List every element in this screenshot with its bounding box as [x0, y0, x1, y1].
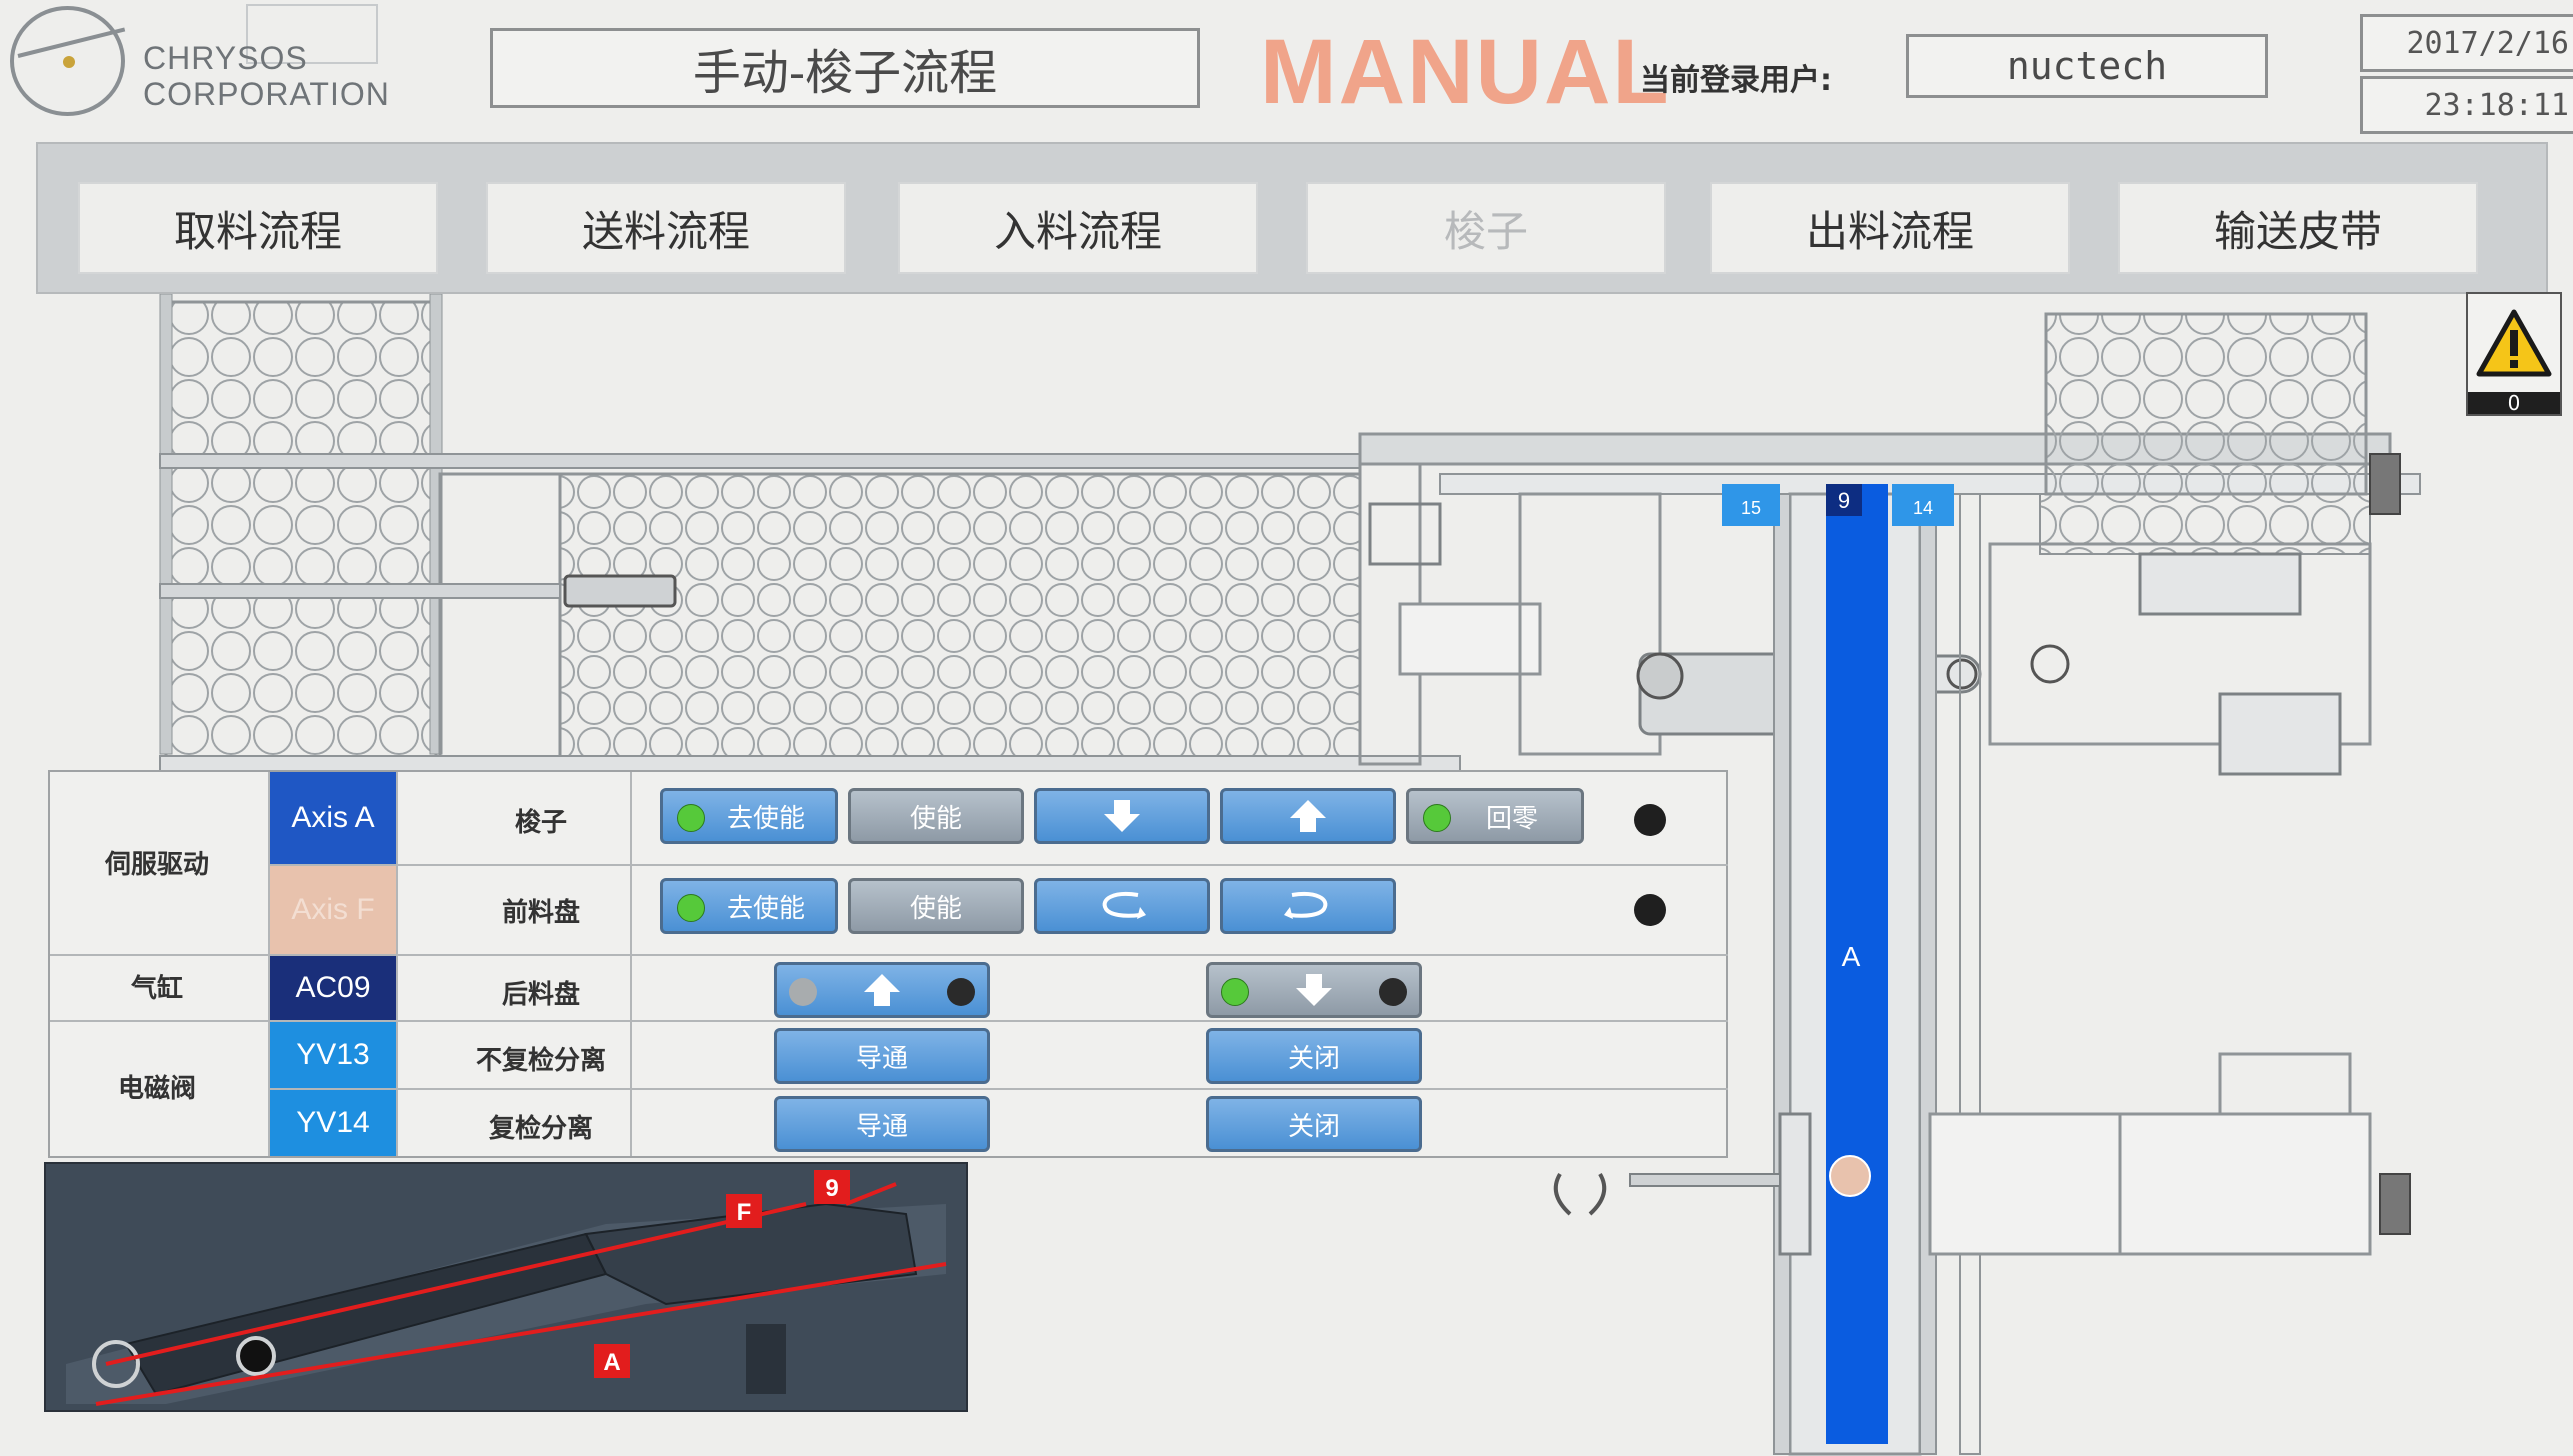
rotate-cw-icon — [1284, 892, 1328, 919]
row-name-shuttle: 梭子 — [514, 808, 567, 838]
warning-triangle-icon — [2476, 309, 2552, 377]
tag-yv13: YV13 — [270, 1022, 396, 1088]
tab-conveyor-belt[interactable]: 输送皮带 — [2118, 182, 2478, 274]
alarm-count: 0 — [2507, 391, 2521, 415]
axis-a-jog-down-button[interactable] — [1034, 788, 1210, 844]
company-logo: CHRYSOS CORPORATION — [8, 4, 390, 119]
logo-text-line2: CORPORATION — [143, 76, 390, 112]
status-led-icon — [1423, 804, 1451, 832]
axis-f-rotate-ccw-button[interactable] — [1034, 878, 1210, 934]
yv14-open-button[interactable]: 导通 — [774, 1096, 990, 1152]
right-tray-stack — [2044, 312, 2368, 496]
tab-feed-process[interactable]: 送料流程 — [486, 182, 846, 274]
yv13-open-button[interactable]: 导通 — [774, 1028, 990, 1084]
category-solenoid: 电磁阀 — [117, 1074, 196, 1104]
axis-f-status-indicator — [1634, 894, 1666, 926]
user-label: 当前登录用户: — [1640, 63, 1832, 98]
tab-outbound-process[interactable]: 出料流程 — [1710, 182, 2070, 274]
yv13-close-button[interactable]: 关闭 — [1206, 1028, 1422, 1084]
tag-axis-a: Axis A — [270, 772, 396, 864]
position-tag-15: 15 — [1741, 498, 1761, 518]
row-name-rear-tray: 后料盘 — [501, 980, 580, 1010]
axis-a-status-indicator — [1634, 804, 1666, 836]
tab-inbound-process[interactable]: 入料流程 — [898, 182, 1258, 274]
ac09-up-button[interactable] — [774, 962, 990, 1018]
arrow-down-icon — [1104, 800, 1140, 832]
status-led-icon — [677, 804, 705, 832]
arrow-up-icon — [864, 974, 900, 1006]
current-user-field: nuctech — [1906, 34, 2268, 98]
date-display: 2017/2/16 — [2360, 14, 2573, 72]
control-table: 伺服驱动 气缸 电磁阀 Axis A Axis F AC09 YV13 YV14… — [48, 770, 1728, 1158]
state-led-icon — [1221, 978, 1249, 1006]
axis-f-enable-button[interactable]: 使能 — [848, 878, 1024, 934]
tab-pick-process[interactable]: 取料流程 — [78, 182, 438, 274]
state-led-icon — [1379, 978, 1407, 1006]
arrow-up-icon — [1290, 800, 1326, 832]
yv14-close-button[interactable]: 关闭 — [1206, 1096, 1422, 1152]
rotate-ccw-icon — [1102, 892, 1146, 919]
main-tray — [558, 472, 1362, 766]
inset-label-a: A — [603, 1349, 620, 1376]
tag-ac09: AC09 — [270, 956, 396, 1020]
ac09-down-button[interactable] — [1206, 962, 1422, 1018]
row-name-no-recheck-separation: 不复检分离 — [475, 1046, 606, 1076]
left-tray-stack — [164, 300, 438, 764]
axis-a-highlight — [1826, 484, 1888, 1444]
axis-f-disable-button[interactable]: 去使能 — [660, 878, 838, 934]
page-title: 手动-梭子流程 — [490, 28, 1200, 108]
axis-a-label: A — [1842, 941, 1861, 972]
position-tag-14: 14 — [1913, 498, 1933, 518]
state-led-icon — [789, 978, 817, 1006]
axis-reference-image: F 9 A — [44, 1162, 968, 1412]
tag-axis-f: Axis F — [270, 866, 396, 954]
arrow-down-icon — [1296, 974, 1332, 1006]
process-tab-bar: 取料流程 送料流程 入料流程 梭子 出料流程 输送皮带 — [36, 142, 2548, 294]
axis-a-jog-up-button[interactable] — [1220, 788, 1396, 844]
position-tag-9: 9 — [1838, 488, 1850, 513]
category-cylinder: 气缸 — [130, 974, 183, 1004]
tag-yv14: YV14 — [270, 1090, 396, 1156]
axis-a-home-button[interactable]: 回零 — [1406, 788, 1584, 844]
row-name-recheck-separation: 复检分离 — [488, 1114, 593, 1144]
mode-label: MANUAL — [1260, 21, 1671, 123]
row-name-front-tray: 前料盘 — [501, 898, 580, 928]
axis-f-rotate-cw-button[interactable] — [1220, 878, 1396, 934]
category-servo: 伺服驱动 — [104, 850, 209, 880]
status-led-icon — [677, 894, 705, 922]
axis-a-disable-button[interactable]: 去使能 — [660, 788, 838, 844]
alarm-indicator[interactable]: 0 — [2466, 292, 2562, 416]
inset-label-f: F — [737, 1199, 752, 1226]
time-display: 23:18:11 — [2360, 76, 2573, 134]
axis-a-enable-button[interactable]: 使能 — [848, 788, 1024, 844]
inset-label-9: 9 — [825, 1175, 838, 1202]
logo-text-line1: CHRYSOS — [143, 40, 308, 76]
state-led-icon — [947, 978, 975, 1006]
logo-ring-icon — [10, 6, 125, 116]
tab-shuttle[interactable]: 梭子 — [1306, 182, 1666, 274]
